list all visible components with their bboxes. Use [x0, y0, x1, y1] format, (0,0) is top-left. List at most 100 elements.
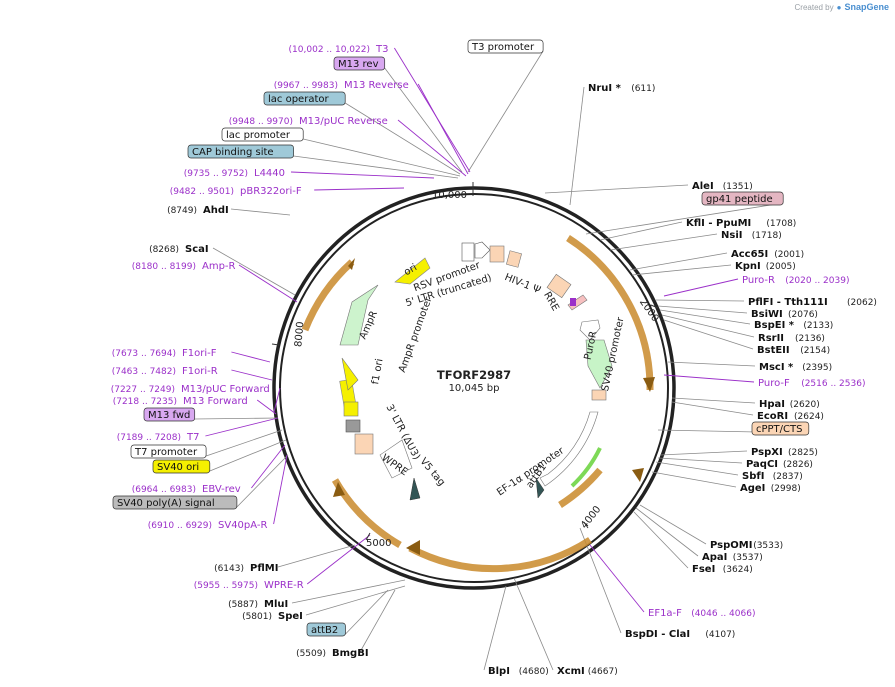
enzyme-xcmi: XcmI [557, 666, 585, 677]
primer-ef1a-f: EF1a-F [648, 608, 682, 619]
primer-ebv-rev: EBV-rev [202, 484, 241, 495]
enzyme-pos-acc65i: (2001) [774, 250, 804, 260]
primer-sv40pa-r: SV40pA-R [218, 520, 267, 531]
enzyme-pos-kfli-ppumi: (1708) [766, 219, 796, 229]
enzyme-pos-pspxi: (2825) [788, 448, 818, 458]
enzyme-msci: MscI * [759, 362, 794, 373]
enzyme-alei: AleI [692, 181, 714, 192]
credit-prefix: Created by [794, 2, 834, 12]
primer-m13-puc-forward: M13/pUC Forward [181, 384, 270, 395]
enzyme-ecori: EcoRI [757, 411, 788, 422]
primer-pos-ebv-rev: (6964 .. 6983) [132, 485, 196, 495]
enzyme-pos-scai: (8268) [149, 245, 179, 255]
plasmid-length: 10,045 bp [449, 383, 500, 394]
feature-lac-operator: lac operator [268, 94, 329, 105]
feature-m13-rev: M13 rev [338, 59, 379, 70]
primer-pos-t3: (10,002 .. 10,022) [289, 45, 370, 55]
feature-box-sv40-poly-a-signal [112, 495, 238, 510]
enzyme-paqci: PaqCI [746, 459, 778, 470]
enzyme-labels-left: AhdI(8749)ScaI(8268)PflMI(6143)MluI(5887… [149, 205, 368, 659]
feature-t7-promoter: T7 promoter [134, 447, 198, 458]
enzyme-pos-bsteii: (2154) [800, 346, 830, 356]
enzyme-pos-sbfi: (2837) [773, 472, 803, 482]
enzyme-pos-bspdi-clai: (4107) [705, 630, 735, 640]
primer-pbr322ori-f: pBR322ori-F [240, 186, 302, 197]
enzyme-bmgbi: BmgBI [332, 648, 369, 659]
feature-box-cppt-cts [751, 421, 810, 436]
enzyme-kpni: KpnI [735, 261, 761, 272]
enzyme-pos-spei: (5801) [242, 612, 272, 622]
tick-10000: 10,000 [432, 190, 467, 201]
enzyme-blpi: BlpI [488, 666, 510, 677]
credit-brand: SnapGene [844, 2, 889, 12]
primer-wpre-r: WPRE-R [264, 580, 304, 591]
enzyme-pos-alei: (1351) [723, 182, 753, 192]
primer-amp-r: Amp-R [202, 261, 236, 272]
feature-box-t3-promoter [467, 39, 544, 54]
primer-m13-reverse: M13 Reverse [344, 80, 409, 91]
primer-t7: T7 [186, 432, 199, 443]
enzyme-pos-pflmi: (6143) [214, 564, 244, 574]
enzyme-pos-msci: (2395) [802, 363, 832, 373]
leader-lines [194, 50, 809, 671]
feature-t3-promoter: T3 promoter [471, 42, 535, 53]
label-f1-ori: f1 ori [370, 358, 385, 386]
tick-8000: 8000 [293, 321, 306, 347]
feature-sv40-ori: SV40 ori [157, 462, 199, 473]
inner-tick-marks [271, 182, 659, 541]
enzyme-pos-rsrii: (2136) [795, 334, 825, 344]
primer-pos-amp-r: (8180 .. 8199) [132, 262, 196, 272]
enzyme-pos-hpai: (2620) [790, 400, 820, 410]
primer-leader-lines [205, 47, 755, 613]
primer-pos-puro-r: (2020 .. 2039) [785, 276, 849, 286]
primer-puro-f: Puro-F [758, 378, 790, 389]
feature-cppt-cts: cPPT/CTS [756, 424, 802, 435]
feature-box-t7-promoter [130, 444, 207, 459]
primer-pos-l4440: (9735 .. 9752) [184, 169, 248, 179]
enzyme-pos-nsii: (1718) [752, 231, 782, 241]
enzyme-fsei: FseI [692, 564, 715, 575]
primer-pos-m13-reverse: (9967 .. 9983) [274, 81, 338, 91]
enzyme-labels-right: NruI *(611)AleI(1351)KflI - PpuMI(1708)N… [488, 83, 877, 677]
enzyme-agei: AgeI [740, 483, 765, 494]
tick-5000: 5000 [366, 538, 391, 549]
feature-cap-binding-site: CAP binding site [192, 147, 274, 158]
center-title: TFORF2987 10,045 bp [437, 368, 511, 394]
enzyme-pos-fsei: (3624) [723, 565, 753, 575]
enzyme-pos-bspei: (2133) [803, 321, 833, 331]
feature-sv40-poly-a-signal: SV40 poly(A) signal [117, 498, 215, 509]
enzyme-acc65i: Acc65I [731, 249, 768, 260]
enzyme-pos-ahdi: (8749) [167, 206, 197, 216]
enzyme-pos-pflfi-tth111i: (2062) [847, 298, 877, 308]
label-hiv-psi: HIV-1 Ψ [503, 272, 542, 296]
enzyme-pspomi: PspOMI [710, 540, 752, 551]
label-v5-tag: V5 tag [417, 456, 446, 488]
primer-pos-m13-forward: (7218 .. 7235) [113, 397, 177, 407]
enzyme-bsteii: BstEII [757, 345, 790, 356]
enzyme-hpai: HpaI [759, 399, 785, 410]
primer-pos-m13-puc-reverse: (9948 .. 9970) [229, 117, 293, 127]
primer-m13-puc-reverse: M13/pUC Reverse [299, 116, 388, 127]
enzyme-pflfi-tth111i: PflFI - Tth111I [748, 297, 828, 308]
primer-m13-forward: M13 Forward [183, 396, 248, 407]
feature-box-lac-operator [263, 91, 346, 106]
primer-f1ori-r: F1ori-R [182, 366, 218, 377]
primer-pos-sv40pa-r: (6910 .. 6929) [148, 521, 212, 531]
primer-pos-puro-f: (2516 .. 2536) [801, 379, 865, 389]
enzyme-pos-apai: (3537) [733, 553, 763, 563]
enzyme-apai: ApaI [702, 552, 727, 563]
enzyme-pos-blpi: (4680) [519, 667, 549, 677]
tick-4000: 4000 [579, 504, 603, 531]
plasmid-name: TFORF2987 [437, 368, 511, 382]
enzyme-pos-kpni: (2005) [766, 262, 796, 272]
snapgene-logo-icon: ● [836, 2, 842, 12]
enzyme-pflmi: PflMI [250, 563, 278, 574]
primer-t3: T3 [375, 44, 388, 55]
enzyme-pos-paqci: (2826) [783, 460, 813, 470]
primer-l4440: L4440 [254, 168, 285, 179]
enzyme-pos-mlui: (5887) [228, 600, 258, 610]
enzyme-pspxi: PspXI [751, 447, 783, 458]
enzyme-pos-ecori: (2624) [794, 412, 824, 422]
enzyme-ahdi: AhdI [203, 205, 229, 216]
